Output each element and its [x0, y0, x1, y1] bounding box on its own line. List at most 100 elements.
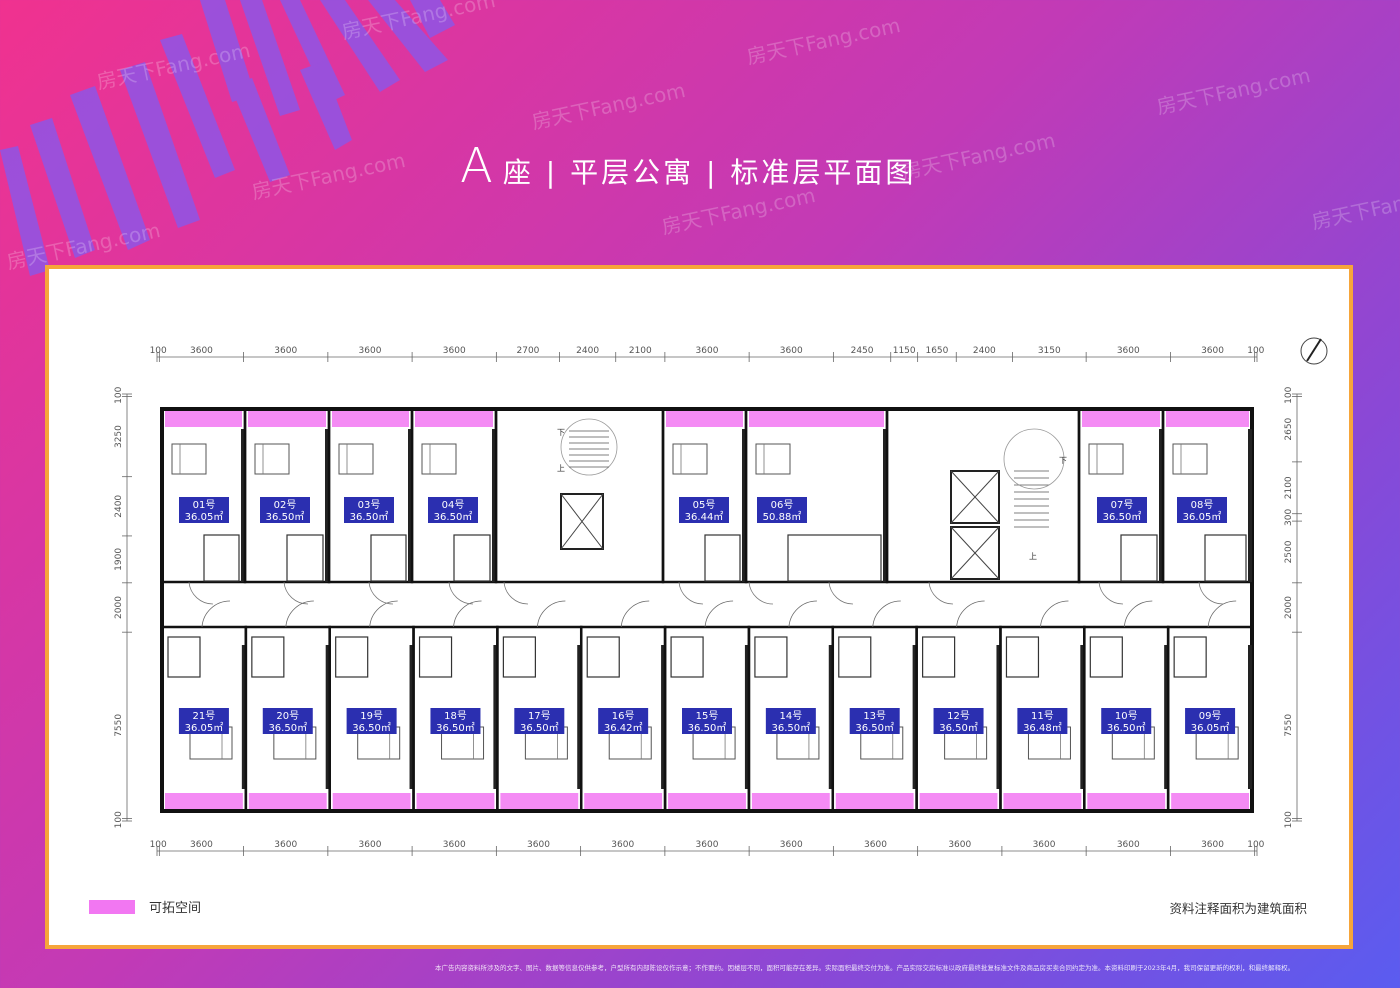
unit-divider	[241, 429, 245, 582]
top-dimension-label: 3600	[696, 346, 719, 356]
elevator-x	[560, 493, 604, 550]
bottom-dimension-label: 3600	[696, 840, 719, 850]
bathroom	[754, 636, 788, 678]
unit-label-number: 06号	[771, 499, 794, 511]
extension-strip	[835, 793, 914, 809]
unit-label-bg	[346, 708, 397, 734]
bathroom	[251, 636, 285, 678]
unit-label-area: 36.44㎡	[685, 511, 724, 523]
north-arrow	[1300, 337, 1328, 365]
legend-label: 可拓空间	[149, 901, 202, 916]
left-dimension-label: 3250	[114, 425, 124, 448]
unit-label-number: 12号	[947, 710, 970, 722]
watermark: 房天下Fang.com	[744, 12, 903, 69]
door-arc	[872, 600, 901, 628]
door-arc	[536, 600, 566, 628]
unit-label-area: 36.42㎡	[604, 722, 643, 734]
left-dimension-label: 100	[114, 811, 124, 828]
unit-label-area: 36.50㎡	[268, 722, 307, 734]
top-dimension-label: 3600	[190, 346, 213, 356]
top-dimension-label: 3600	[780, 346, 803, 356]
core-wall	[494, 407, 665, 584]
top-dimension-label: 100	[1247, 346, 1264, 356]
unit-label-area: 36.50㎡	[352, 722, 391, 734]
unit-label-area: 36.50㎡	[939, 722, 978, 734]
stair-up-label: 上	[557, 464, 565, 473]
door-arc	[748, 581, 774, 605]
unit-label-number: 02号	[274, 499, 297, 511]
right-dimension-label: 2000	[1284, 596, 1294, 619]
right-dimension-label: 100	[1284, 386, 1294, 403]
elevator-x	[950, 470, 1000, 524]
top-dimension-label: 3600	[274, 346, 297, 356]
unit-label-area: 36.50㎡	[350, 511, 389, 523]
left-dimension-label: 7550	[114, 714, 124, 737]
bottom-dimension-label: 3600	[274, 840, 297, 850]
door-arc	[956, 600, 985, 628]
door-arc	[1123, 600, 1153, 628]
bottom-dimension-label: 3600	[1117, 840, 1140, 850]
unit-divider	[883, 429, 887, 582]
bed-icon	[171, 443, 207, 475]
unit-divider	[325, 429, 329, 582]
bottom-dimension-label: 100	[150, 840, 167, 850]
unit-label-number: 07号	[1111, 499, 1134, 511]
bottom-dimension-label: 3600	[1033, 840, 1056, 850]
unit-label-area: 36.50㎡	[772, 722, 811, 734]
bottom-dimension-label: 3600	[359, 840, 382, 850]
unit-label-bg	[260, 497, 310, 523]
stair-arc	[1003, 428, 1065, 490]
unit-label-area: 36.50㎡	[520, 722, 559, 734]
door-arc	[1198, 581, 1224, 605]
extension-strip	[1003, 793, 1082, 809]
unit-label-number: 05号	[693, 499, 716, 511]
bathroom	[704, 534, 741, 582]
unit-divider	[996, 645, 1001, 789]
unit-divider	[241, 645, 246, 789]
unit-divider	[325, 645, 330, 789]
unit-divider	[1080, 645, 1085, 789]
stair-down-label: 下	[1059, 456, 1067, 465]
door-arc	[285, 600, 314, 628]
top-dimension-label: 1150	[893, 346, 916, 356]
watermark: 房天下Fang.com	[1309, 177, 1400, 234]
elevator-shaft	[560, 493, 604, 550]
bathroom	[670, 636, 704, 678]
bottom-dimension-label: 3600	[948, 840, 971, 850]
unit-label-bg	[598, 708, 649, 734]
unit-label-bg	[1017, 708, 1068, 734]
bathroom	[502, 636, 536, 678]
unit-label-area: 36.05㎡	[185, 722, 224, 734]
unit-label-area: 36.05㎡	[1191, 722, 1230, 734]
door-arc	[283, 581, 309, 605]
bathroom	[586, 636, 620, 678]
elevator-shaft	[950, 470, 1000, 524]
top-dimension-label: 100	[150, 346, 167, 356]
top-dimension-label: 2400	[576, 346, 599, 356]
extension-strip	[919, 793, 998, 809]
unit-label-area: 36.05㎡	[1183, 511, 1222, 523]
bathroom	[203, 534, 240, 582]
extension-strip	[332, 411, 409, 427]
door-arc	[503, 581, 529, 605]
right-dimension-label: 300	[1284, 509, 1294, 526]
extension-strip	[584, 793, 663, 809]
unit-label-number: 15号	[696, 710, 719, 722]
unit-label-number: 14号	[779, 710, 802, 722]
core-wall	[885, 407, 1081, 584]
bathroom	[1089, 636, 1123, 678]
watermark: 房天下Fang.com	[899, 127, 1058, 184]
unit-divider	[1248, 645, 1252, 789]
extension-strip	[415, 411, 493, 427]
unit-label-number: 09号	[1199, 710, 1222, 722]
bed-icon	[338, 443, 374, 475]
unit-divider	[492, 429, 496, 582]
bathroom	[1173, 636, 1207, 678]
unit-label-bg	[933, 708, 984, 734]
unit-label-bg	[262, 708, 313, 734]
unit-label-bg	[757, 497, 807, 523]
bed-icon	[254, 443, 290, 475]
unit-label-area: 36.05㎡	[185, 511, 224, 523]
